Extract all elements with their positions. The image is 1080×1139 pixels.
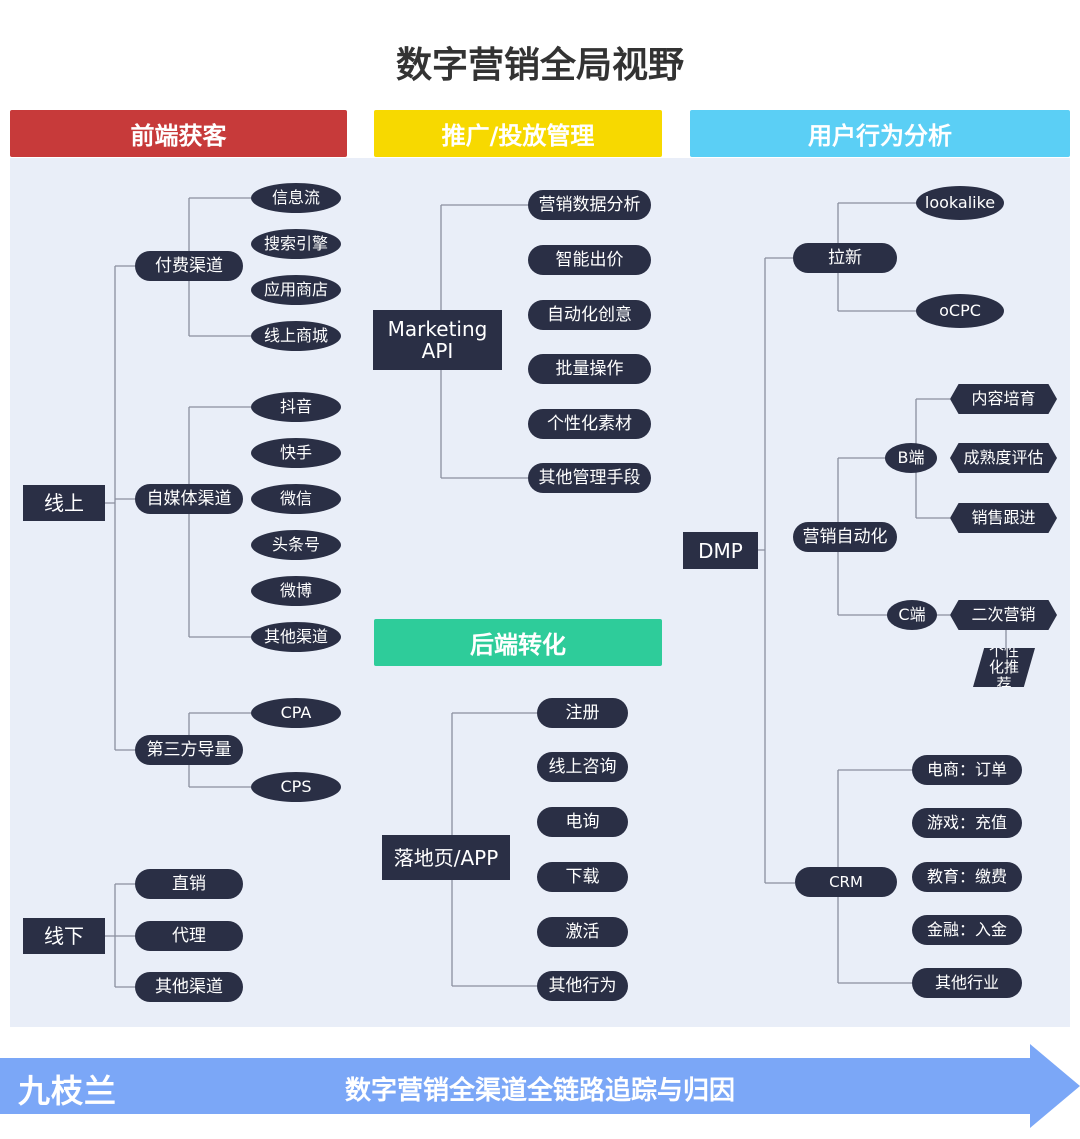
header-promotion: 推广/投放管理	[374, 110, 662, 157]
node-item: CPA	[251, 698, 341, 728]
node-automation: 营销自动化	[793, 522, 897, 552]
node-marketing-api: Marketing API	[373, 310, 502, 370]
node-item: oCPC	[916, 294, 1004, 328]
node-item: CPS	[251, 772, 341, 802]
node-item: 其他渠道	[135, 972, 243, 1002]
node-item: 激活	[537, 917, 628, 947]
node-self-media: 自媒体渠道	[135, 484, 243, 514]
node-landing-app: 落地页/APP	[382, 835, 510, 880]
node-item: 抖音	[251, 392, 341, 422]
footer-slogan: 数字营销全渠道全链路追踪与归因	[344, 1076, 735, 1106]
node-crm: CRM	[795, 867, 897, 897]
node-item: 电商：订单	[912, 755, 1022, 785]
page-title: 数字营销全局视野	[395, 45, 684, 86]
node-item: 个性化素材	[528, 409, 651, 439]
node-item: 智能出价	[528, 245, 651, 275]
node-item: 二次营销	[950, 600, 1057, 630]
node-item: 营销数据分析	[528, 190, 651, 220]
node-offline: 线下	[23, 918, 105, 954]
node-third-party: 第三方导量	[135, 735, 243, 765]
node-item: 内容培育	[950, 384, 1057, 414]
node-item: 下载	[537, 862, 628, 892]
node-online: 线上	[23, 485, 105, 521]
node-item: 微博	[251, 576, 341, 606]
node-item: 自动化创意	[528, 300, 651, 330]
footer-arrow-icon	[0, 1044, 1080, 1128]
node-b-side: B端	[885, 443, 937, 473]
node-item: 教育：缴费	[912, 862, 1022, 892]
node-dmp: DMP	[683, 532, 758, 569]
node-item: 线上咨询	[537, 752, 628, 782]
header-frontend: 前端获客	[10, 110, 347, 157]
node-item: 应用商店	[251, 275, 341, 305]
header-user: 用户行为分析	[690, 110, 1070, 157]
node-item: 注册	[537, 698, 628, 728]
node-item: 其他管理手段	[528, 463, 651, 493]
node-item: lookalike	[916, 186, 1004, 220]
node-item: 游戏：充值	[912, 808, 1022, 838]
node-item: 微信	[251, 484, 341, 514]
node-item: 直销	[135, 869, 243, 899]
node-item: 其他行业	[912, 968, 1022, 998]
node-item: 代理	[135, 921, 243, 951]
node-item: 信息流	[251, 183, 341, 213]
node-acquire: 拉新	[793, 243, 897, 273]
node-item: 电询	[537, 807, 628, 837]
node-item: 其他行为	[537, 971, 628, 1001]
node-item: 线上商城	[251, 321, 341, 351]
node-c-side: C端	[887, 600, 937, 630]
node-item: 销售跟进	[950, 503, 1057, 533]
brand-logo: 九枝兰	[18, 1072, 118, 1110]
node-item: 批量操作	[528, 354, 651, 384]
node-item: 其他渠道	[251, 622, 341, 652]
node-item: 搜索引擎	[251, 229, 341, 259]
node-item: 头条号	[251, 530, 341, 560]
node-personalized-recommendation: 个性化推荐	[973, 648, 1035, 687]
node-paid-channels: 付费渠道	[135, 251, 243, 281]
node-item: 成熟度评估	[950, 443, 1057, 473]
node-item: 金融：入金	[912, 915, 1022, 945]
node-item: 快手	[251, 438, 341, 468]
header-backend: 后端转化	[374, 619, 662, 666]
